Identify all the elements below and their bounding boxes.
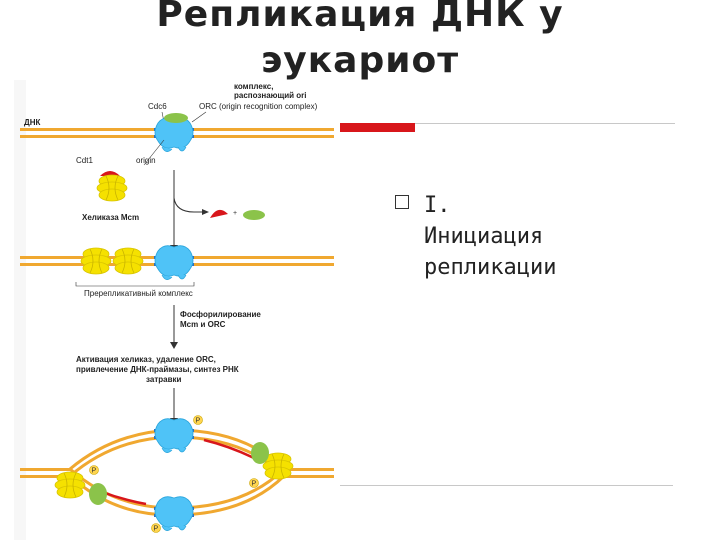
slide-title: Репликация ДНК у эукариот xyxy=(130,0,590,84)
activation-label-line-1: Активация хеликаз, удаление ORC, xyxy=(76,355,216,364)
phospho-label-line-1: Фосфорилирование xyxy=(180,310,261,319)
accent-red-bar xyxy=(340,123,415,132)
mcm-helicase-free xyxy=(96,174,128,202)
activation-label-line-3: затравки xyxy=(146,375,181,384)
subtitle: I. Инициация репликации xyxy=(424,190,704,283)
activation-label-line-2: привлечение ДНК-праймазы, синтез РНК xyxy=(76,365,239,374)
orc-leader xyxy=(191,111,207,123)
orc-complex-bubble-bottom xyxy=(154,496,194,531)
replication-initiation-figure: ДНК комплекс, распознающий ori Cdc6 ORC … xyxy=(14,80,340,540)
primase-right xyxy=(251,442,269,464)
prereplicative-label: Пререпликативный комплекс xyxy=(84,289,193,298)
origin-label: origin xyxy=(136,156,156,165)
complex-label-line-1: комплекс, xyxy=(234,82,273,91)
release-arrow xyxy=(173,197,204,213)
phosphate-label-1: P xyxy=(196,418,201,425)
subtitle-line-3: репликации xyxy=(424,255,557,280)
phosphate-marker-3: P xyxy=(249,478,259,488)
phosphate-marker-4: P xyxy=(151,523,161,533)
subtitle-line-1: I. xyxy=(424,193,451,218)
phosphate-label-4: P xyxy=(154,526,159,533)
cdc6-label: Cdc6 xyxy=(148,102,167,111)
figure-canvas: ДНК комплекс, распознающий ori Cdc6 ORC … xyxy=(14,80,334,540)
divider-line-top xyxy=(415,123,675,124)
mcm-helicase-loaded-2 xyxy=(112,247,144,275)
plus-sign: + xyxy=(233,210,237,217)
orc-label: ORC (origin recognition complex) xyxy=(199,102,318,111)
phosphate-label-2: P xyxy=(92,468,97,475)
mcm-helicase-loaded-1 xyxy=(80,247,112,275)
phospho-label-line-2: Mcm и ORC xyxy=(180,320,226,329)
release-arrow-head xyxy=(202,209,209,215)
rna-primer-right xyxy=(203,438,255,460)
slide-title-line-2: эукариот xyxy=(260,40,460,81)
divider-line-bottom xyxy=(340,485,673,486)
helicase-label: Хеликаза Mcm xyxy=(82,213,139,222)
phosphate-marker-2: P xyxy=(89,465,99,475)
bullet-square-icon xyxy=(395,195,409,209)
subtitle-line-2: Инициация xyxy=(424,224,544,249)
cdt1-label: Cdt1 xyxy=(76,156,93,165)
phosphate-marker-1: P xyxy=(193,415,203,425)
cdc6-protein xyxy=(164,113,188,123)
prereplicative-bracket xyxy=(75,282,195,287)
dna-label: ДНК xyxy=(24,118,40,127)
primase-left xyxy=(89,483,107,505)
mcm-helicase-fork-left xyxy=(54,471,86,499)
released-cdt1 xyxy=(210,209,228,218)
origin-leader xyxy=(143,139,165,166)
background-stripes xyxy=(14,80,26,540)
orc-complex-bubble-top xyxy=(154,418,194,453)
orc-complex-row-2 xyxy=(154,245,194,280)
released-cdc6 xyxy=(243,210,265,220)
phosphate-label-3: P xyxy=(252,481,257,488)
arrow-head-2 xyxy=(170,342,178,349)
complex-label-line-2: распознающий ori xyxy=(234,91,307,100)
slide-title-line-1: Репликация ДНК у xyxy=(156,0,564,35)
